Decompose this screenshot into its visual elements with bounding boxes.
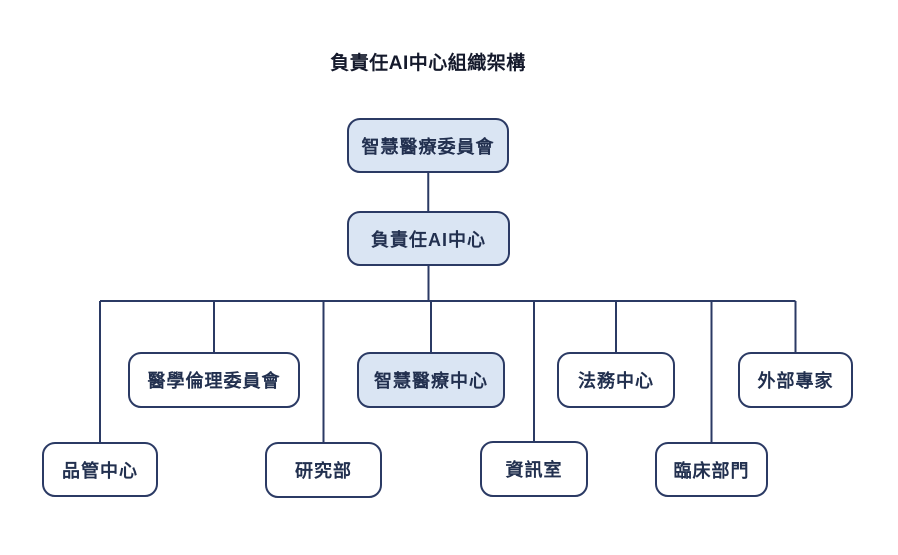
org-node-quality-center: 品管中心: [42, 442, 158, 497]
org-node-information-office: 資訊室: [480, 441, 588, 497]
org-node-smart-medical-committee: 智慧醫療委員會: [347, 118, 509, 173]
org-node-smart-medical-center: 智慧醫療中心: [357, 352, 505, 408]
diagram-title: 負責任AI中心組織架構: [330, 53, 526, 74]
org-node-clinical-dept: 臨床部門: [655, 442, 768, 497]
org-node-medical-ethics-committee: 醫學倫理委員會: [128, 352, 300, 408]
org-node-external-experts: 外部專家: [738, 352, 853, 408]
org-node-responsible-ai-center: 負責任AI中心: [347, 211, 510, 266]
org-node-legal-center: 法務中心: [557, 352, 675, 408]
org-node-research-dept: 研究部: [265, 442, 382, 498]
